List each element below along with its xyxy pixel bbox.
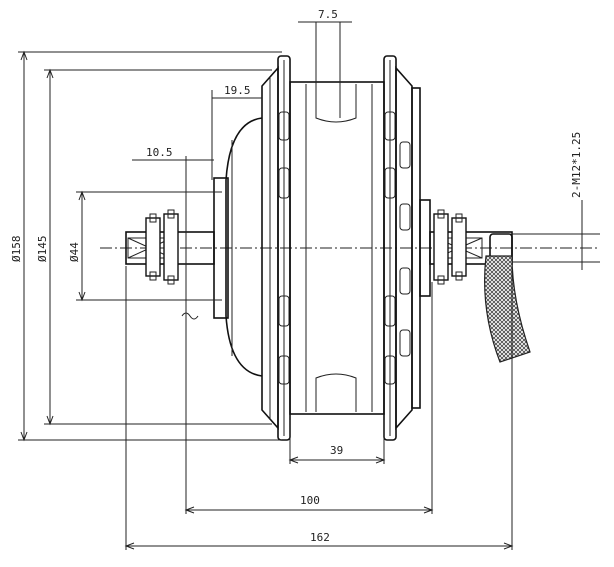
label-cover-offset: 10.5 xyxy=(146,146,173,159)
label-dia-outer: Ø158 xyxy=(10,236,23,263)
dim-dropout-width xyxy=(184,282,434,514)
dim-overall-length xyxy=(124,266,514,550)
label-flange-offset: 19.5 xyxy=(224,84,251,97)
left-cover xyxy=(225,117,263,377)
dim-cover-offset xyxy=(132,156,214,514)
dim-flange-offset xyxy=(211,90,262,180)
dim-hub-offset xyxy=(298,21,352,118)
dim-cover-diameter xyxy=(76,190,222,302)
label-dia-rotor: Ø145 xyxy=(36,236,49,263)
motor-cable xyxy=(484,255,531,363)
break-symbol xyxy=(181,312,199,320)
right-nut-inner xyxy=(433,213,449,281)
label-overall-length: 162 xyxy=(310,531,330,544)
right-nut-outer xyxy=(451,217,467,277)
label-dropout-width: 100 xyxy=(300,494,320,507)
left-axle xyxy=(125,209,215,285)
motor-body xyxy=(213,55,431,441)
dim-core-width xyxy=(288,420,386,464)
left-nut-inner xyxy=(163,213,179,281)
label-dia-cover: Ø44 xyxy=(68,242,81,262)
label-thread-spec: 2-M12*1.25 xyxy=(570,132,583,198)
dim-rotor-diameter xyxy=(44,68,272,426)
right-flange xyxy=(395,65,413,431)
label-core-width: 39 xyxy=(330,444,343,457)
right-axle xyxy=(429,209,513,285)
left-nut-outer xyxy=(145,217,161,277)
label-hub-offset: 7.5 xyxy=(318,8,338,21)
dim-thread xyxy=(512,200,600,270)
dim-outer-diameter xyxy=(18,50,282,442)
